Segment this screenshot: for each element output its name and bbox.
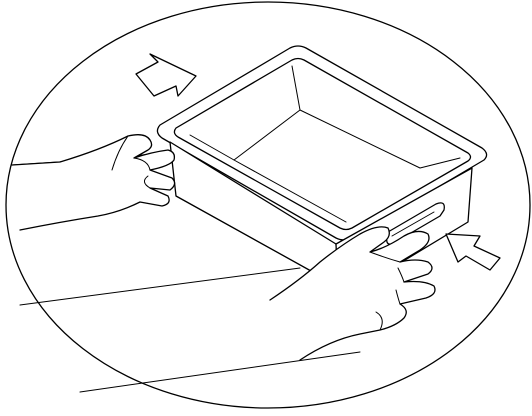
arrow-right [446,234,500,270]
counter-line-bottom [80,352,360,392]
counter-line-lower [20,268,300,305]
arrow-left [136,54,196,96]
left-hand-outline [12,135,175,230]
left-hand [12,135,175,230]
tray [157,46,486,289]
